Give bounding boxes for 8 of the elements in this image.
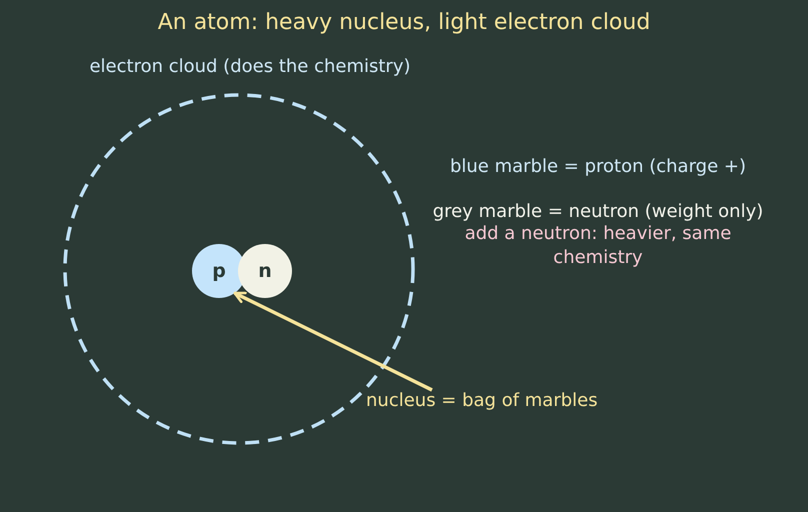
note-text: blue marble = proton (charge +) <box>448 155 748 179</box>
arrow <box>233 291 433 392</box>
cloud-heading: electron cloud (does the chemistry) <box>88 56 412 77</box>
note-text: add a neutron: heavier, same chemistry <box>464 222 732 270</box>
diagram-title: An atom: heavy nucleus, light electron cloud <box>156 10 652 35</box>
marble-circle: n <box>238 244 292 298</box>
note-text: grey marble = neutron (weight only) <box>432 200 764 224</box>
nucleus-label: nucleus = bag of marbles <box>366 390 598 411</box>
